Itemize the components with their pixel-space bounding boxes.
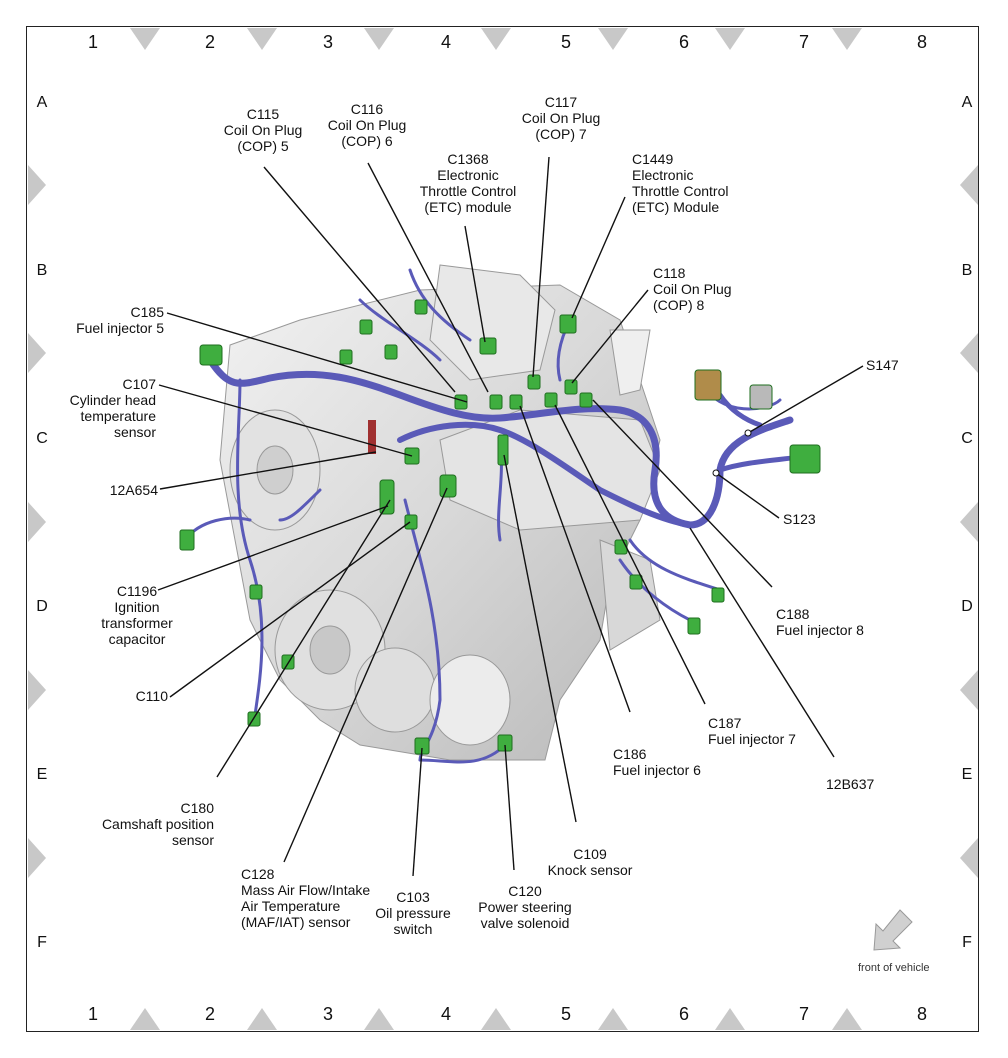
grid-row-f-right: F: [962, 934, 972, 951]
label-c1368: C1368 Electronic Throttle Control (ETC) …: [419, 151, 517, 215]
grid-row-f-left: F: [37, 934, 47, 951]
label-c117: C117 Coil On Plug (COP) 7: [521, 94, 601, 142]
grid-col-6-top: 6: [678, 32, 689, 52]
grid-col-5-top: 5: [560, 32, 571, 52]
grid-col-3-top: 3: [322, 32, 333, 52]
grid-row-d-left: D: [36, 598, 48, 615]
grid-col-6-bottom: 6: [678, 1004, 689, 1024]
label-c120: C120 Power steering valve solenoid: [478, 883, 572, 931]
label-c109: C109 Knock sensor: [547, 846, 633, 878]
grid-col-7-bottom: 7: [798, 1004, 809, 1024]
label-c185: C185 Fuel injector 5: [76, 304, 164, 336]
label-c115: C115 Coil On Plug (COP) 5: [223, 106, 303, 154]
label-c188: C188 Fuel injector 8: [776, 606, 864, 638]
grid-col-8-bottom: 8: [916, 1004, 927, 1024]
border-markers: [28, 28, 978, 1030]
label-s123: S123: [783, 511, 816, 527]
grid-row-d-right: D: [961, 598, 973, 615]
grid-row-c-right: C: [961, 430, 973, 447]
grid-row-b-right: B: [961, 262, 973, 279]
grid-col-8-top: 8: [916, 32, 927, 52]
label-c118: C118 Coil On Plug (COP) 8: [653, 265, 732, 313]
label-12a654: 12A654: [109, 482, 158, 498]
grid-row-e-left: E: [36, 766, 48, 783]
label-c187: C187 Fuel injector 7: [708, 715, 796, 747]
label-c180: C180 Camshaft position sensor: [101, 800, 214, 848]
grid-row-a-right: A: [961, 94, 973, 111]
label-c186: C186 Fuel injector 6: [613, 746, 701, 778]
grid-col-7-top: 7: [798, 32, 809, 52]
grid-col-2-bottom: 2: [204, 1004, 215, 1024]
grid-row-c-left: C: [36, 430, 48, 447]
label-s147: S147: [866, 357, 899, 373]
leader-lines: [157, 156, 864, 877]
label-c107: C107 Cylinder head temperature sensor: [69, 376, 156, 440]
label-c110: C110: [135, 688, 168, 704]
front-of-vehicle-arrow-icon: [873, 909, 913, 951]
wire-harness: [183, 268, 813, 764]
grid-col-1-bottom: 1: [87, 1004, 98, 1024]
label-c103: C103 Oil pressure switch: [375, 889, 451, 937]
sensor-12a654: [368, 420, 376, 454]
grid-row-b-left: B: [36, 262, 48, 279]
grid-col-1-top: 1: [87, 32, 98, 52]
label-12b637: 12B637: [826, 776, 875, 792]
label-c116: C116 Coil On Plug (COP) 6: [327, 101, 407, 149]
front-of-vehicle-label: front of vehicle: [858, 962, 930, 974]
grid-col-3-bottom: 3: [322, 1004, 333, 1024]
label-c1449: C1449 Electronic Throttle Control (ETC) …: [632, 151, 729, 215]
grid-col-4-top: 4: [440, 32, 451, 52]
grid-row-e-right: E: [961, 766, 973, 783]
grid-row-a-left: A: [36, 94, 48, 111]
grid-col-5-bottom: 5: [560, 1004, 571, 1024]
label-c128: C128 Mass Air Flow/Intake Air Temperatur…: [241, 866, 371, 930]
grid-col-4-bottom: 4: [440, 1004, 451, 1024]
grid-col-2-top: 2: [204, 32, 215, 52]
splice-markers: [712, 429, 752, 477]
label-c1196: C1196 Ignition transformer capacitor: [101, 583, 173, 647]
